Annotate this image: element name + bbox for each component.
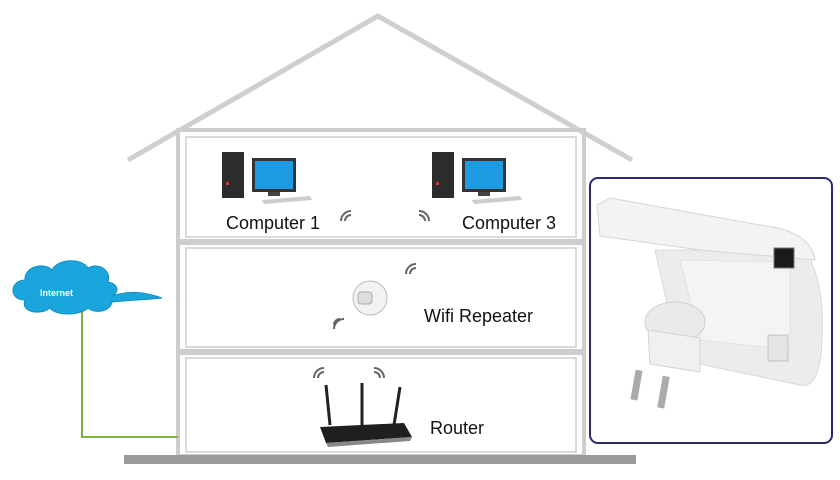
computer-1 [222,152,312,204]
internet-cloud: Internet [12,260,163,315]
wifi-signal-icon [418,210,430,222]
internet-label: Internet [40,288,73,298]
ground [124,455,636,464]
internet-cable [81,306,178,438]
wifi-signal-icon [333,318,345,330]
wifi-signal-icon [340,210,352,222]
wifi-signal-icon [405,263,417,275]
computer-3 [432,152,522,204]
house-roof [126,13,634,163]
router-label: Router [430,418,484,438]
computer-3-label: Computer 3 [462,213,556,233]
desktop-computer-icon [222,152,312,204]
wifi-repeater-label: Wifi Repeater [424,306,533,326]
wireless-router-icon [320,383,412,447]
wifi-signal-icon [373,367,385,379]
desktop-computer-icon [432,152,522,204]
plug-in-repeater-photo [596,197,823,409]
repeater-photo-panel [589,177,833,444]
computer-1-label: Computer 1 [226,213,320,233]
wifi-repeater-icon [352,280,388,316]
wifi-signal-icon [313,367,325,379]
